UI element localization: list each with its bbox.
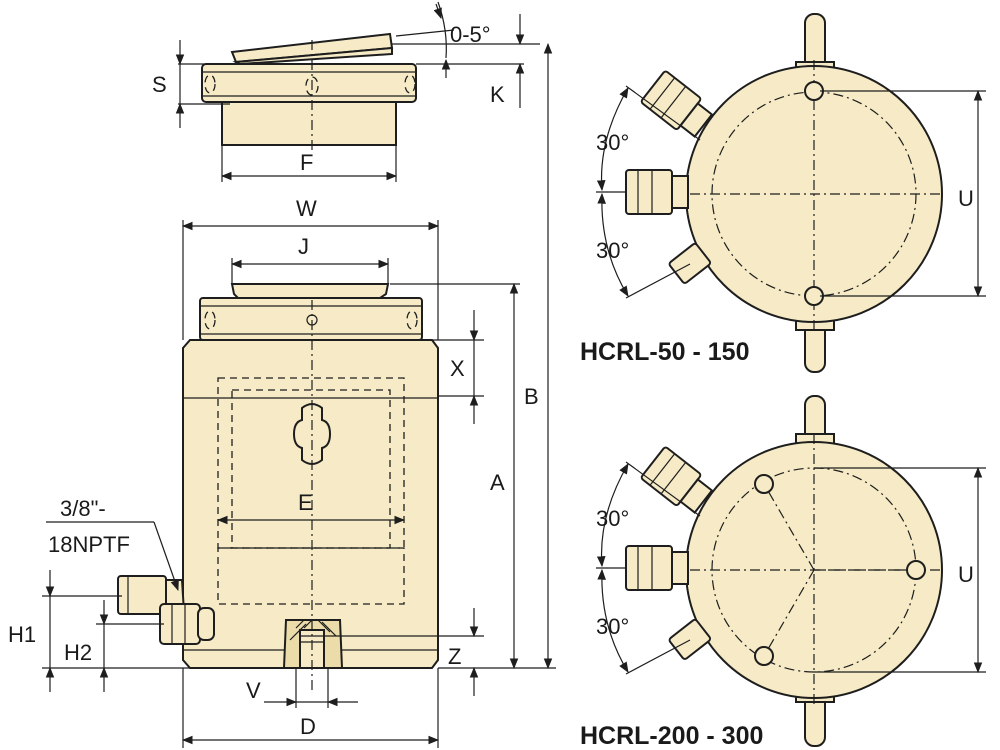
dim-w-label: W (296, 196, 317, 221)
angle-top-2-label: 30° (596, 238, 629, 263)
tilt-saddle-side-view (201, 32, 417, 150)
dim-d-label: D (300, 714, 316, 739)
dim-k-label: K (490, 82, 505, 107)
plan-view-hcrl-200-300 (625, 395, 943, 747)
dim-h1-label: H1 (8, 622, 36, 647)
cylinder-side-view (117, 283, 439, 690)
angle-top-1-label: 30° (596, 130, 629, 155)
dim-e-label: E (298, 490, 313, 515)
angle-bottom-1-label: 30° (596, 506, 629, 531)
plan-view-hcrl-50-150 (625, 13, 943, 373)
angle-bottom-2-label: 30° (596, 614, 629, 639)
top-view-dimensions (175, 1, 540, 182)
dim-u-top-label: U (958, 186, 974, 211)
dim-j-label: J (298, 234, 309, 259)
dim-a-label: A (490, 470, 505, 495)
model-label-top: HCRL-50 - 150 (580, 338, 750, 366)
dim-h2-label: H2 (64, 640, 92, 665)
model-label-bottom: HCRL-200 - 300 (580, 722, 763, 750)
dim-v-label: V (246, 678, 261, 703)
port-thread-label-2: 18NPTF (48, 532, 130, 557)
dim-f-label: F (300, 150, 313, 175)
dim-s-label: S (152, 72, 167, 97)
dim-u-bottom-label: U (958, 562, 974, 587)
port-thread-label-1: 3/8"- (60, 496, 106, 521)
main-view-dimensions (42, 42, 556, 748)
dim-b-label: B (524, 384, 539, 409)
plan-view-top-dimensions (596, 85, 986, 299)
dim-z-label: Z (448, 644, 461, 669)
dim-x-label: X (450, 356, 465, 381)
angle-label: 0-5° (450, 22, 491, 47)
plan-view-bottom-dimensions (596, 461, 986, 675)
